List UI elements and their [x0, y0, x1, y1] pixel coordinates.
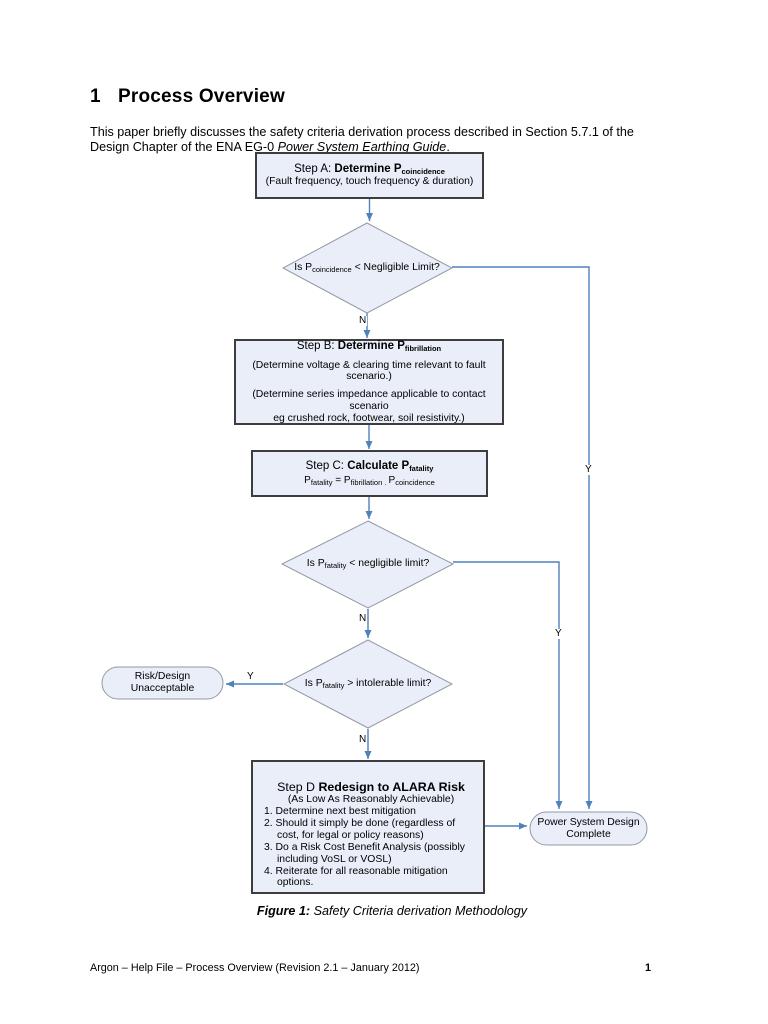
- intro-line2-suffix: .: [446, 140, 450, 155]
- decision2-diamond: [280, 520, 455, 609]
- footer-text: Argon – Help File – Process Overview (Re…: [90, 962, 420, 974]
- section-title: Process Overview: [118, 86, 285, 107]
- connector-decision1-complete: [452, 266, 593, 809]
- step-d-item: 1. Determine next best mitigation: [264, 806, 416, 817]
- step-d-item: 2. Should it simply be done (regardless …: [264, 817, 456, 841]
- step-c-node: Step C: Calculate Pfatality Pfatality = …: [252, 451, 487, 496]
- intro-paragraph: This paper briefly discusses the safety …: [90, 125, 665, 156]
- step-d-subtitle: (As Low As Reasonably Achievable): [287, 794, 455, 805]
- step-b-note2: (Determine series impedance applicable t…: [235, 389, 503, 424]
- decision3-diamond: [282, 639, 454, 729]
- connector-decision2-complete: [453, 561, 563, 809]
- step-d-item: 3. Do a Risk Cost Benefit Analysis (poss…: [264, 841, 465, 865]
- step-b-title-prefix: Step B:: [296, 339, 338, 352]
- step-d-item: 4. Reiterate for all reasonable mitigati…: [264, 865, 448, 889]
- step-b-note2-line2: eg crushed rock, footwear, soil resistiv…: [273, 412, 465, 424]
- risk-unacceptable-shape: [101, 666, 224, 700]
- step-c-title-bold: Calculate Pfatality: [347, 460, 434, 473]
- step-d-box: [251, 760, 485, 894]
- step-c-title: Step C: Calculate Pfatality: [306, 460, 434, 473]
- figure-caption-label: Figure 1:: [256, 904, 311, 918]
- decision2-yes-label: Y: [554, 628, 563, 639]
- decision3-text: Is Pfatality > intolerable limit?: [304, 678, 432, 690]
- step-a-subtitle: (Fault frequency, touch frequency & dura…: [265, 176, 474, 188]
- step-d-title: Step D Redesign to ALARA Risk: [264, 780, 478, 794]
- step-c-title-prefix: Step C:: [305, 460, 348, 472]
- step-b-box: [234, 339, 504, 425]
- decision1-yes-label: Y: [584, 464, 593, 475]
- step-b-note2-line1: (Determine series impedance applicable t…: [252, 389, 486, 412]
- risk-unacceptable-node: Risk/Design Unacceptable: [102, 667, 223, 699]
- intro-line2-prefix: Design Chapter of the ENA EG-0: [90, 140, 278, 155]
- intro-line1: This paper briefly discusses the safety …: [90, 124, 634, 139]
- decision1-text: Is Pcoincidence < Negligible Limit?: [294, 262, 440, 274]
- step-b-title-bold: Determine Pfibrillation: [337, 339, 442, 353]
- decision3-no-label: N: [358, 734, 368, 745]
- decision2-text: Is Pfatality < negligible limit?: [306, 558, 430, 570]
- step-a-title-bold: Determine Pcoincidence: [334, 163, 445, 177]
- design-complete-shape: [529, 811, 648, 846]
- step-b-node: Step B: Determine Pfibrillation (Determi…: [235, 340, 503, 424]
- step-a-box: [255, 152, 484, 199]
- section-number: 1: [90, 86, 101, 107]
- figure-caption-text: Safety Criteria derivation Methodology: [310, 904, 528, 918]
- decision1-diamond: [281, 222, 454, 314]
- decision2-no-label: N: [358, 613, 368, 624]
- step-a-title-prefix: Step A:: [294, 163, 335, 176]
- decision1-no-label: N: [358, 315, 368, 326]
- figure-caption: Figure 1: Safety Criteria derivation Met…: [192, 904, 592, 918]
- step-d-title-bold: Redesign to ALARA Risk: [318, 780, 465, 794]
- step-a-title: Step A: Determine Pcoincidence: [294, 163, 445, 176]
- step-b-title: Step B: Determine Pfibrillation: [297, 340, 441, 353]
- intro-book-title: Power System Earthing Guide: [277, 140, 447, 155]
- step-d-title-prefix: Step D: [277, 780, 319, 794]
- step-c-box: [251, 450, 488, 497]
- step-a-node: Step A: Determine Pcoincidence (Fault fr…: [256, 153, 483, 198]
- step-b-note1: (Determine voltage & clearing time relev…: [252, 359, 486, 383]
- risk-unacceptable-line1: Risk/Design: [134, 671, 191, 682]
- design-complete-node: Power System Design Complete: [530, 812, 647, 845]
- section-heading: 1 Process Overview: [90, 86, 285, 108]
- design-complete-line2: Complete: [566, 828, 611, 840]
- step-c-formula: Pfatality = Pfibrillation . Pcoincidence: [304, 475, 435, 487]
- footer-page-number: 1: [645, 962, 652, 974]
- risk-unacceptable-line2: Unacceptable: [130, 683, 195, 694]
- design-complete-line1: Power System Design: [537, 816, 640, 828]
- step-d-node: Step D Redesign to ALARA Risk (As Low As…: [252, 761, 484, 893]
- node-shape-group: [101, 152, 648, 894]
- connector-group: [226, 199, 593, 830]
- decision3-yes-label: Y: [246, 671, 255, 682]
